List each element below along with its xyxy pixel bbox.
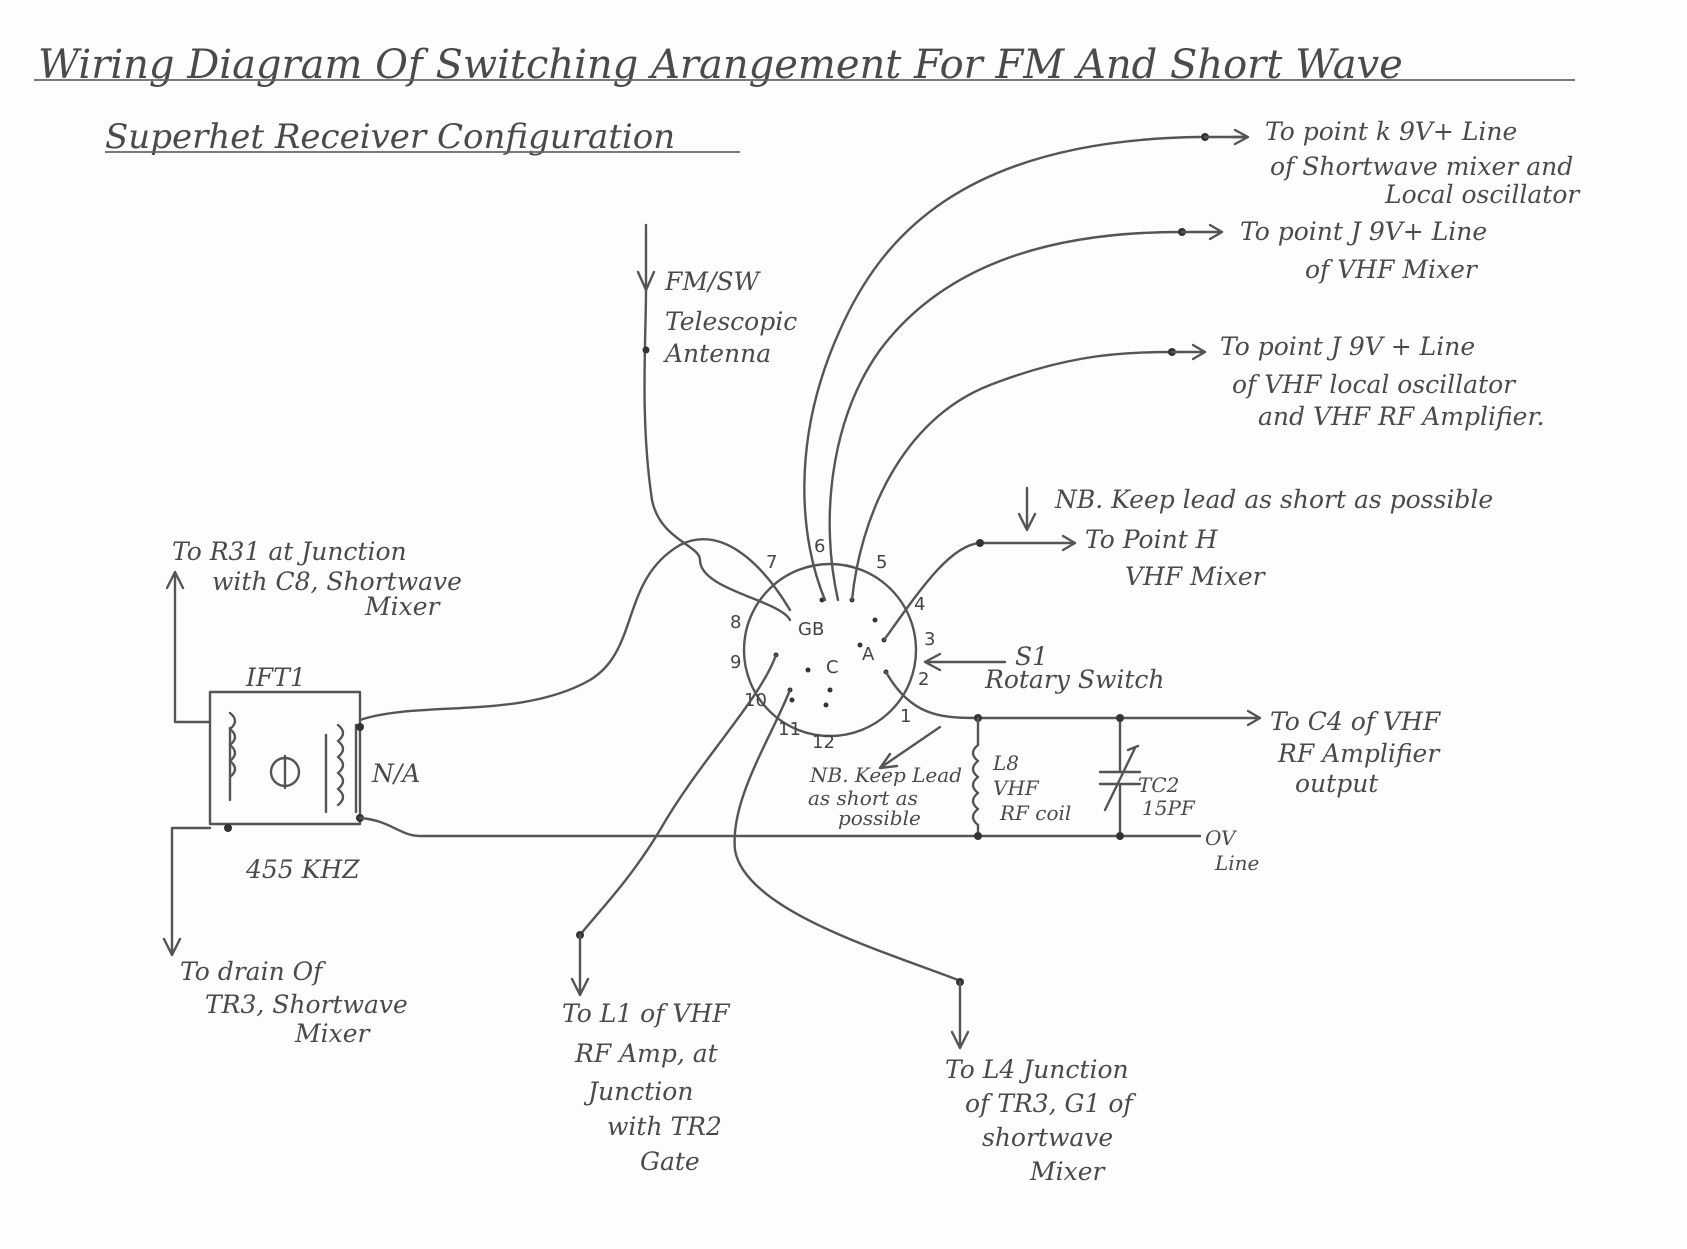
switch-pin-4: 4	[914, 594, 925, 615]
tc2-label-2: 15PF	[1142, 796, 1196, 820]
nb-bottom-arrow	[878, 725, 942, 770]
antenna-label-2: Telescopic	[665, 307, 797, 336]
switch-pin-2: 2	[918, 669, 929, 690]
c4-label-2: RF Amplifier	[1277, 739, 1441, 768]
diagram-title: Wiring Diagram Of Switching Arangement F…	[38, 42, 1403, 88]
l1-label-4: with TR2	[607, 1112, 722, 1141]
point-k-label-3: Local oscillator	[1384, 180, 1581, 209]
drain-label-1: To drain Of	[180, 957, 326, 986]
l4-label-3: shortwave	[982, 1123, 1113, 1152]
drain-label-3: Mixer	[294, 1019, 371, 1048]
switch-pin-7: 7	[766, 552, 777, 573]
switch-pin-12: 12	[812, 732, 835, 753]
switch-pin-1: 1	[900, 706, 911, 727]
l8-label-3: RF coil	[999, 801, 1071, 825]
l4-label-2: of TR3, G1 of	[965, 1089, 1136, 1118]
nb-bottom-label-3: possible	[838, 806, 921, 830]
s1-pointer	[923, 652, 1007, 672]
antenna-label-1: FM/SW	[664, 267, 761, 296]
switch-pin-9: 9	[730, 652, 741, 673]
diagram-subtitle: Superhet Receiver Configuration	[105, 117, 675, 157]
point-h-label-2: VHF Mixer	[1125, 562, 1267, 591]
na-label: N/A	[371, 759, 420, 788]
drain-label-2: TR3, Shortwave	[205, 990, 408, 1019]
switch-pin-11: 11	[778, 719, 801, 740]
tc2-trimmer	[1098, 714, 1142, 840]
khz-label: 455 KHZ	[245, 855, 360, 884]
nb-top-arrow	[1017, 486, 1037, 532]
wire-drain	[162, 826, 212, 957]
switch-pole-b: B	[812, 619, 824, 640]
point-j-osc-label-2: of VHF local oscillator	[1232, 370, 1517, 399]
switch-pole-g: G	[798, 619, 812, 640]
rotary-switch-label: Rotary Switch	[984, 665, 1165, 694]
r31-label-1: To R31 at Junction	[172, 537, 407, 566]
switch-pin-6: 6	[814, 536, 825, 557]
s1-label: S1	[1015, 642, 1048, 671]
wire-l1	[570, 653, 778, 997]
nb-bottom-label-2: as short as	[808, 786, 918, 810]
l8-label-1: L8	[992, 751, 1019, 775]
ift1-transformer	[208, 690, 364, 832]
switch-pole-a: A	[862, 644, 875, 665]
zero-volt-line	[358, 816, 1202, 838]
switch-pin-5: 5	[876, 552, 887, 573]
point-h-label-1: To Point H	[1085, 525, 1219, 554]
switch-pole-c: C	[826, 657, 839, 678]
antenna-label-3: Antenna	[663, 339, 771, 368]
nb-bottom-label-1: NB. Keep Lead	[809, 763, 962, 787]
wire-r31	[165, 570, 212, 724]
wire-point-h	[882, 534, 1077, 642]
rotary-switch	[742, 562, 918, 738]
wire-l4	[733, 688, 970, 1050]
l8-label-2: VHF	[993, 776, 1040, 800]
wire-point-k	[803, 128, 1250, 602]
l1-label-2: RF Amp, at	[574, 1039, 719, 1068]
ov-label-1: OV	[1205, 826, 1238, 850]
antenna	[636, 223, 792, 622]
c4-label-1: To C4 of VHF	[1270, 707, 1442, 736]
c4-label-3: output	[1295, 769, 1379, 798]
switch-pin-8: 8	[730, 612, 741, 633]
point-k-label-2: of Shortwave mixer and	[1270, 152, 1573, 181]
switch-pin-10: 10	[744, 690, 767, 711]
l4-label-1: To L4 Junction	[945, 1055, 1129, 1084]
wire-point-j-osc	[850, 343, 1207, 602]
point-j-osc-label-3: and VHF RF Amplifier.	[1258, 402, 1545, 431]
point-j-mixer-label-1: To point J 9V+ Line	[1240, 217, 1487, 246]
l8-coil	[971, 716, 982, 840]
ift1-label: IFT1	[245, 663, 306, 692]
l1-label-3: Junction	[583, 1077, 693, 1106]
r31-label-3: Mixer	[364, 592, 441, 621]
ov-label-2: Line	[1214, 851, 1259, 875]
l1-label-5: Gate	[640, 1147, 700, 1176]
tc2-label-1: TC2	[1138, 773, 1179, 797]
r31-label-2: with C8, Shortwave	[212, 567, 462, 596]
nb-top-label: NB. Keep lead as short as possible	[1054, 485, 1493, 514]
switch-pin-3: 3	[924, 629, 935, 650]
l1-label-1: To L1 of VHF	[562, 999, 731, 1028]
wire-ift-to-switch	[358, 538, 792, 722]
wire-point-j-mixer	[828, 223, 1224, 602]
point-j-osc-label-1: To point J 9V + Line	[1220, 332, 1475, 361]
l4-label-4: Mixer	[1029, 1157, 1106, 1186]
point-j-mixer-label-2: of VHF Mixer	[1305, 255, 1479, 284]
point-k-label-1: To point k 9V+ Line	[1265, 117, 1517, 146]
